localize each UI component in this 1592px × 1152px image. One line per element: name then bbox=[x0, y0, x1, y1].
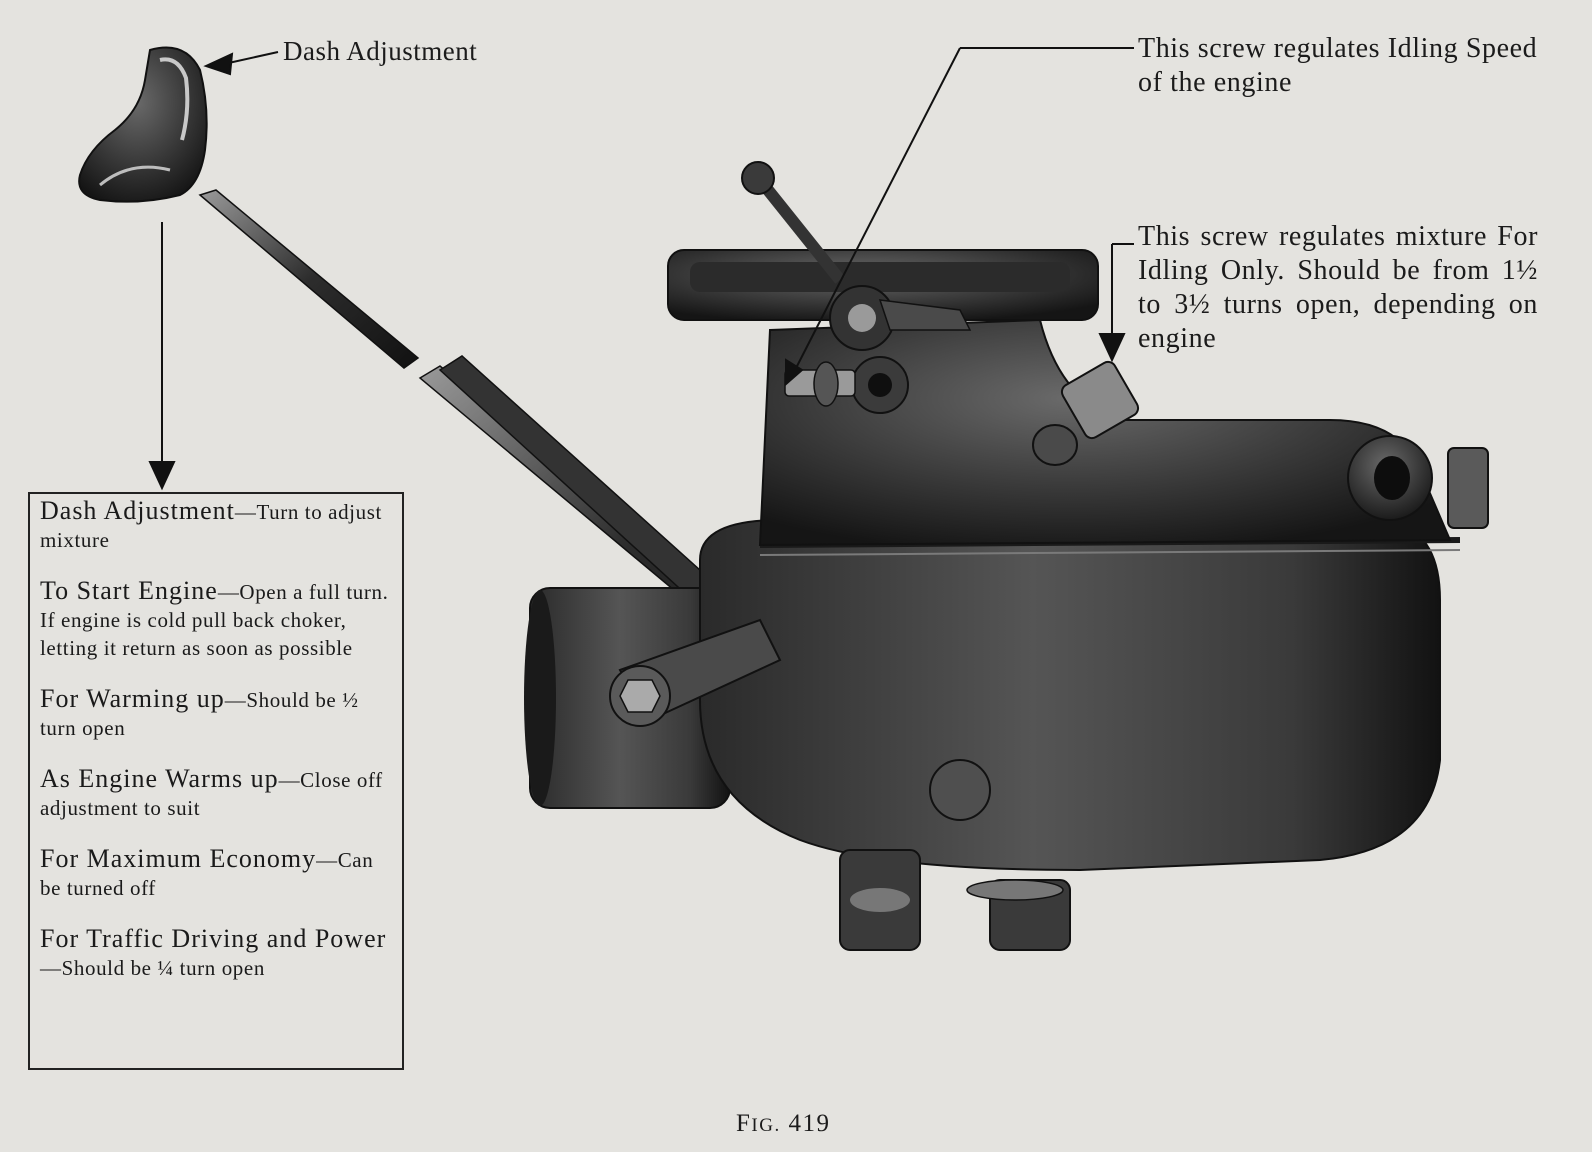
legend-text: —Can be turned off bbox=[40, 848, 374, 900]
legend-heading: As Engine Warms up bbox=[40, 764, 279, 793]
legend-text: —Open a full turn. If engine is cold pul… bbox=[40, 580, 389, 660]
idle-speed-callout: This screw regulates Idling Speed of the… bbox=[1138, 33, 1538, 98]
leader-lines bbox=[148, 47, 1134, 491]
dash-rod-upper bbox=[198, 189, 420, 369]
legend-heading: Dash Adjustment bbox=[40, 496, 235, 525]
legend-item-maximum-economy: For Maximum Economy—Can be turned off bbox=[40, 844, 392, 902]
legend-heading: For Maximum Economy bbox=[40, 844, 317, 873]
legend-item-start-engine: To Start Engine—Open a full turn. If eng… bbox=[40, 576, 392, 662]
figure-smallcaps: IG. bbox=[751, 1115, 781, 1136]
adjustment-legend-box: Dash Adjustment—Turn to adjust mixture T… bbox=[28, 492, 404, 1070]
dash-adjustment-callout: Dash Adjustment bbox=[283, 36, 478, 66]
legend-heading: To Start Engine bbox=[40, 576, 218, 605]
figure-caption: FIG. 419 bbox=[736, 1110, 830, 1138]
legend-text: —Should be ½ turn open bbox=[40, 688, 359, 740]
legend-text: —Close off adjustment to suit bbox=[40, 768, 383, 820]
legend-text: —Turn to adjust mixture bbox=[40, 500, 382, 552]
idle-mixture-callout: This screw regulates mix­ture For Idling… bbox=[1138, 221, 1538, 354]
legend-item-dash-adjustment: Dash Adjustment—Turn to adjust mixture bbox=[40, 496, 392, 554]
figure-number: 419 bbox=[788, 1110, 831, 1137]
figure-prefix: F bbox=[736, 1110, 752, 1137]
legend-heading: For Traffic Driving and Power bbox=[40, 924, 387, 953]
legend-item-engine-warms-up: As Engine Warms up—Close off adjustment … bbox=[40, 764, 392, 822]
dash-knob bbox=[78, 46, 208, 203]
legend-item-warming-up: For Warming up—Should be ½ turn open bbox=[40, 684, 392, 742]
carburetor-body bbox=[524, 161, 1489, 951]
legend-item-traffic-driving: For Traffic Driving and Power —Should be … bbox=[40, 924, 392, 982]
legend-heading: For Warming up bbox=[40, 684, 225, 713]
legend-text: —Should be ¼ turn open bbox=[40, 956, 265, 980]
